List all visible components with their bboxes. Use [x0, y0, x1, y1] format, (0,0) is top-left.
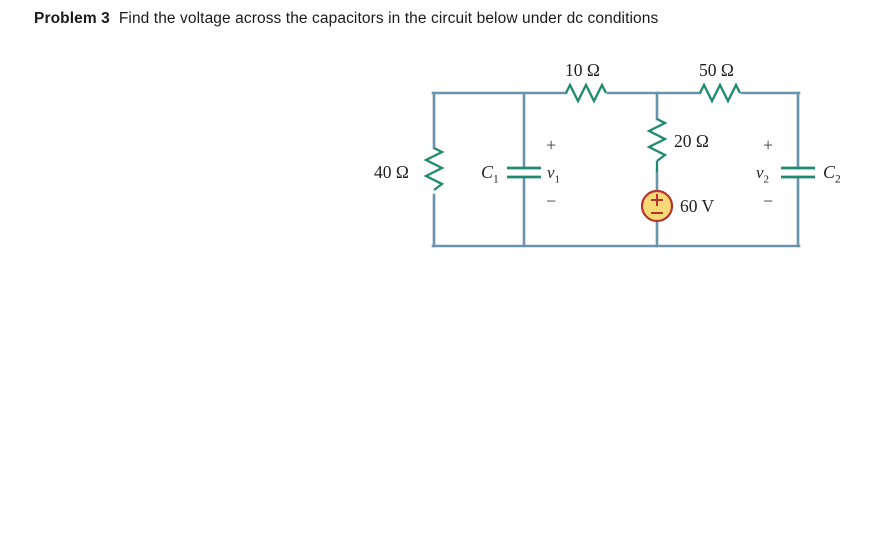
capacitor-c2-symbol	[781, 166, 815, 179]
v2-symbol-text: v	[756, 163, 764, 182]
v1-symbol-text: v	[547, 163, 555, 182]
capacitor-c2-symbol-text: C	[823, 162, 836, 182]
resistor-20-ohm-label: 20 Ω	[674, 131, 709, 151]
voltage-source-symbol	[640, 189, 674, 223]
v1-subscript: 1	[554, 173, 561, 186]
wire-group	[431, 91, 801, 248]
resistor-50-ohm-label: 50 Ω	[699, 60, 734, 80]
v1-label: v1	[547, 164, 560, 185]
resistor-50-ohm-symbol	[698, 82, 742, 104]
resistor-10-ohm-label: 10 Ω	[565, 60, 600, 80]
voltage-source-label: 60 V	[680, 196, 715, 216]
capacitor-c1-symbol	[507, 166, 541, 179]
capacitor-c2-label: C2	[823, 163, 841, 186]
capacitor-c1-symbol-text: C	[481, 162, 494, 182]
capacitor-c1-label: C1	[481, 163, 499, 186]
resistor-10-ohm-symbol	[564, 82, 608, 104]
v1-plus-sign: +	[546, 135, 557, 155]
problem-statement: Find the voltage across the capacitors i…	[118, 10, 659, 27]
v1-minus-sign: −	[546, 191, 557, 211]
v2-label: v2	[756, 164, 769, 185]
resistor-40-ohm-symbol	[423, 146, 445, 191]
v2-subscript: 2	[763, 173, 770, 186]
resistor-20-ohm-symbol	[646, 117, 668, 162]
page-title: Problem 3 Find the voltage across the cap…	[34, 10, 658, 28]
capacitor-c1-subscript: 1	[493, 173, 499, 186]
problem-number: Problem 3	[34, 10, 110, 27]
v2-plus-sign: +	[763, 135, 774, 155]
capacitor-c2-subscript: 2	[835, 173, 841, 186]
resistor-40-ohm-label: 40 Ω	[374, 162, 409, 182]
v2-minus-sign: −	[763, 191, 774, 211]
